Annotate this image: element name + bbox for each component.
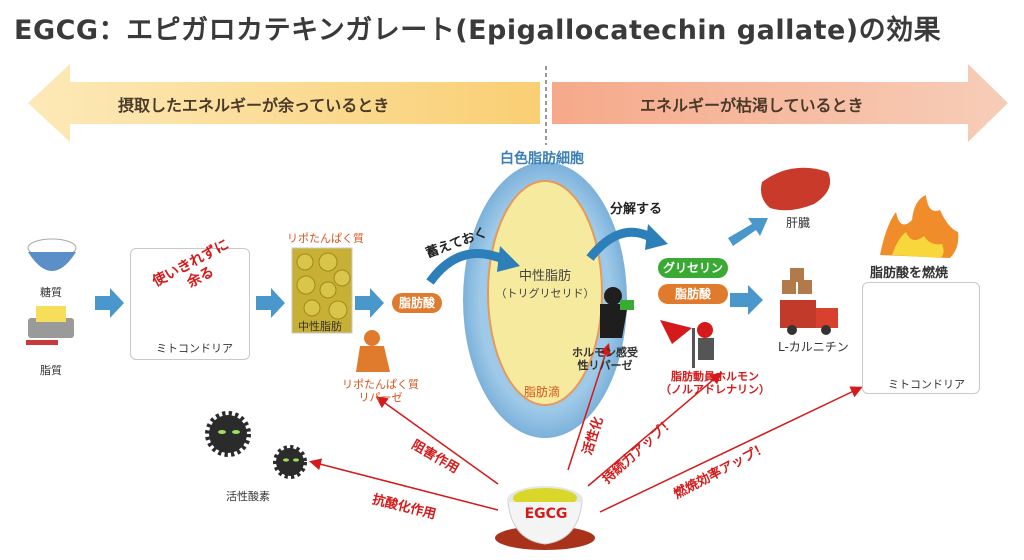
mitochondria-left-box bbox=[130, 248, 250, 360]
store-curve-arrow bbox=[426, 249, 507, 285]
triglyceride-label: 中性脂肪 （トリグリセリド） bbox=[495, 269, 595, 300]
fatty-acid-right-pill: 脂肪酸 bbox=[658, 284, 728, 304]
fat-cell-title: 白色脂肪細胞 bbox=[500, 151, 584, 167]
banner-right-arrow bbox=[552, 64, 1008, 142]
lipoprotein-title: リポたんぱく質 bbox=[287, 232, 364, 245]
mitochondria-left-caption: ミトコンドリア bbox=[156, 342, 233, 355]
egcg-label: EGCG bbox=[524, 506, 568, 522]
glycerin-pill: グリセリン bbox=[658, 258, 728, 278]
hsl-label: ホルモン感受 性リパーゼ bbox=[572, 346, 638, 372]
fatty-acid-left-pill: 脂肪酸 bbox=[392, 293, 442, 313]
carnitine-label: L-カルニチン bbox=[778, 340, 849, 354]
decompose-curve-arrow bbox=[586, 227, 655, 261]
fat-label: 脂質 bbox=[40, 364, 62, 377]
flow-arrows bbox=[95, 218, 768, 318]
active-oxygen-small bbox=[273, 445, 307, 479]
banner-left-text: 摂取したエネルギーが余っているとき bbox=[118, 96, 390, 115]
liver-shape bbox=[761, 167, 831, 211]
fat-droplet-label: 脂肪滴 bbox=[524, 385, 561, 399]
mitochondria-right-caption: ミトコンドリア bbox=[888, 378, 965, 391]
sugar-label: 糖質 bbox=[40, 286, 62, 299]
banner-right-text: エネルギーが枯渇しているとき bbox=[640, 96, 864, 115]
liver-label: 肝臓 bbox=[786, 216, 811, 230]
page-title: EGCG：エピガロカテキンガレート(Epigallocatechin galla… bbox=[14, 15, 942, 46]
lipoprotein-lipase-label: リポたんぱく質 リパーゼ bbox=[342, 378, 419, 404]
flames bbox=[880, 195, 959, 258]
lipoprotein-caption: 中性脂肪 bbox=[298, 320, 342, 333]
banner-left-arrow bbox=[28, 64, 540, 142]
mitochondria-right-box bbox=[862, 282, 980, 394]
burn-label: 脂肪酸を燃焼 bbox=[870, 266, 949, 281]
active-oxygen-label: 活性酸素 bbox=[226, 490, 270, 503]
hormone-label: 脂肪動員ホルモン （ノルアドレナリン） bbox=[660, 370, 770, 396]
active-oxygen-large bbox=[205, 411, 251, 457]
decompose-label: 分解する bbox=[610, 202, 663, 217]
fat-cell-droplet bbox=[487, 180, 603, 406]
